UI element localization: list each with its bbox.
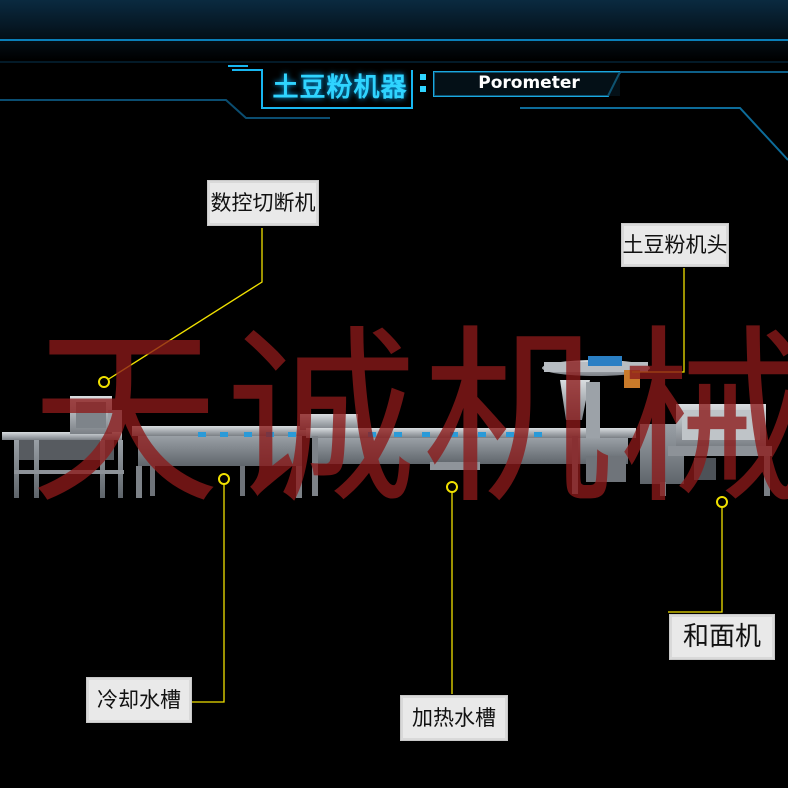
- mixer-callout-line: [668, 502, 723, 613]
- head-callout-line: [632, 268, 685, 373]
- header-band: [0, 0, 788, 60]
- cooling-tank-machine: [132, 426, 308, 498]
- heating-marker: [446, 481, 458, 493]
- page-subtitle: Porometer: [478, 73, 580, 93]
- output-table: [2, 432, 124, 498]
- label-mixer: 和面机: [669, 614, 775, 660]
- label-cooling-tank: 冷却水槽: [86, 677, 192, 723]
- callout-lines: [103, 228, 723, 703]
- header-dot: [420, 86, 426, 92]
- cooling-callout-line: [192, 480, 225, 703]
- cooling-marker: [218, 473, 230, 485]
- label-heating-tank: 加热水槽: [400, 695, 508, 741]
- callout-markers: [98, 376, 728, 508]
- extruder-head-machine: [542, 356, 650, 438]
- page-title: 土豆粉机器: [272, 73, 408, 103]
- label-cutter: 数控切断机: [207, 180, 319, 226]
- header-dot: [420, 74, 426, 80]
- cutter-marker: [98, 376, 110, 388]
- label-extruder-head: 土豆粉机头: [621, 223, 729, 267]
- cutter-machine: [70, 396, 122, 434]
- mixer-marker: [716, 496, 728, 508]
- heating-tank-machine: [300, 414, 636, 496]
- mixer-machine: [640, 404, 772, 496]
- cutter-callout-line: [103, 228, 263, 383]
